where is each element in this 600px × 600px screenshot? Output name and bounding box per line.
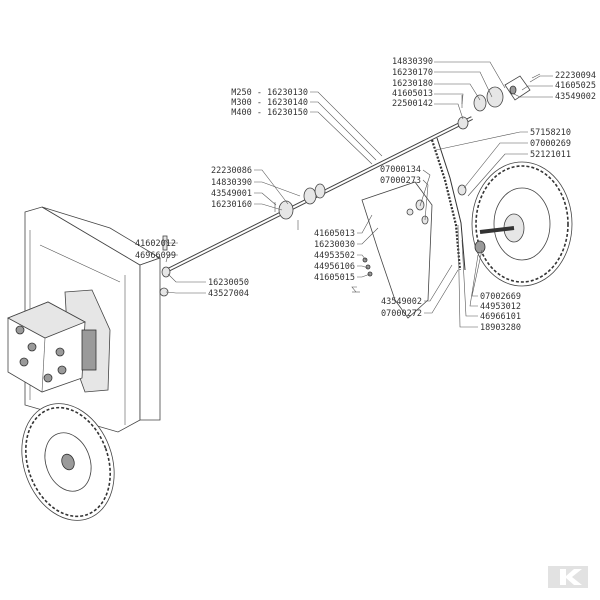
label-22500142: 22500142 xyxy=(392,99,433,109)
label-41605025: 41605025 xyxy=(555,81,596,91)
label-07002669: 07002669 xyxy=(480,292,521,302)
label-07000134: 07000134 xyxy=(380,165,421,175)
label-m300: M300 - 16230140 xyxy=(231,98,308,108)
label-18903280: 18903280 xyxy=(480,323,521,333)
label-07000273: 07000273 xyxy=(380,176,421,186)
label-41605013-mid: 41605013 xyxy=(314,229,355,239)
label-44956106: 44956106 xyxy=(314,262,355,272)
label-52121011: 52121011 xyxy=(530,150,571,160)
label-14830390-mid: 14830390 xyxy=(211,178,252,188)
label-m400: M400 - 16230150 xyxy=(231,108,308,118)
part-labels: 14830390 16230170 16230180 41605013 2250… xyxy=(135,57,596,333)
brand-logo-icon xyxy=(548,566,588,588)
label-41605013-top: 41605013 xyxy=(392,89,433,99)
label-14830390-top: 14830390 xyxy=(392,57,433,67)
label-44953502: 44953502 xyxy=(314,251,355,261)
label-07000269: 07000269 xyxy=(530,139,571,149)
label-57158210: 57158210 xyxy=(530,128,571,138)
label-46966101: 46966101 xyxy=(480,312,521,322)
label-41605015: 41605015 xyxy=(314,273,355,283)
label-43527004: 43527004 xyxy=(208,289,249,299)
label-22230094: 22230094 xyxy=(555,71,596,81)
label-16230050: 16230050 xyxy=(208,278,249,288)
leader-lines xyxy=(164,61,553,328)
label-16230030: 16230030 xyxy=(314,240,355,250)
gearbox xyxy=(7,301,97,393)
shaft-collars xyxy=(159,75,531,297)
label-41602012: 41602012 xyxy=(135,239,176,249)
label-43549002-top: 43549002 xyxy=(555,92,596,102)
left-wheel xyxy=(21,403,115,521)
label-46966099: 46966099 xyxy=(135,251,176,261)
label-22230086: 22230086 xyxy=(211,166,252,176)
label-07000272: 07000272 xyxy=(381,309,422,319)
label-44953012: 44953012 xyxy=(480,302,521,312)
label-16230170: 16230170 xyxy=(392,68,433,78)
label-43549002-bot: 43549002 xyxy=(381,297,422,307)
label-43549001: 43549001 xyxy=(211,189,252,199)
label-16230160: 16230160 xyxy=(211,200,252,210)
bolts xyxy=(274,73,541,293)
label-16230180: 16230180 xyxy=(392,79,433,89)
drive-chain xyxy=(430,137,466,271)
label-m250: M250 - 16230130 xyxy=(231,88,308,98)
right-wheel xyxy=(457,161,573,287)
